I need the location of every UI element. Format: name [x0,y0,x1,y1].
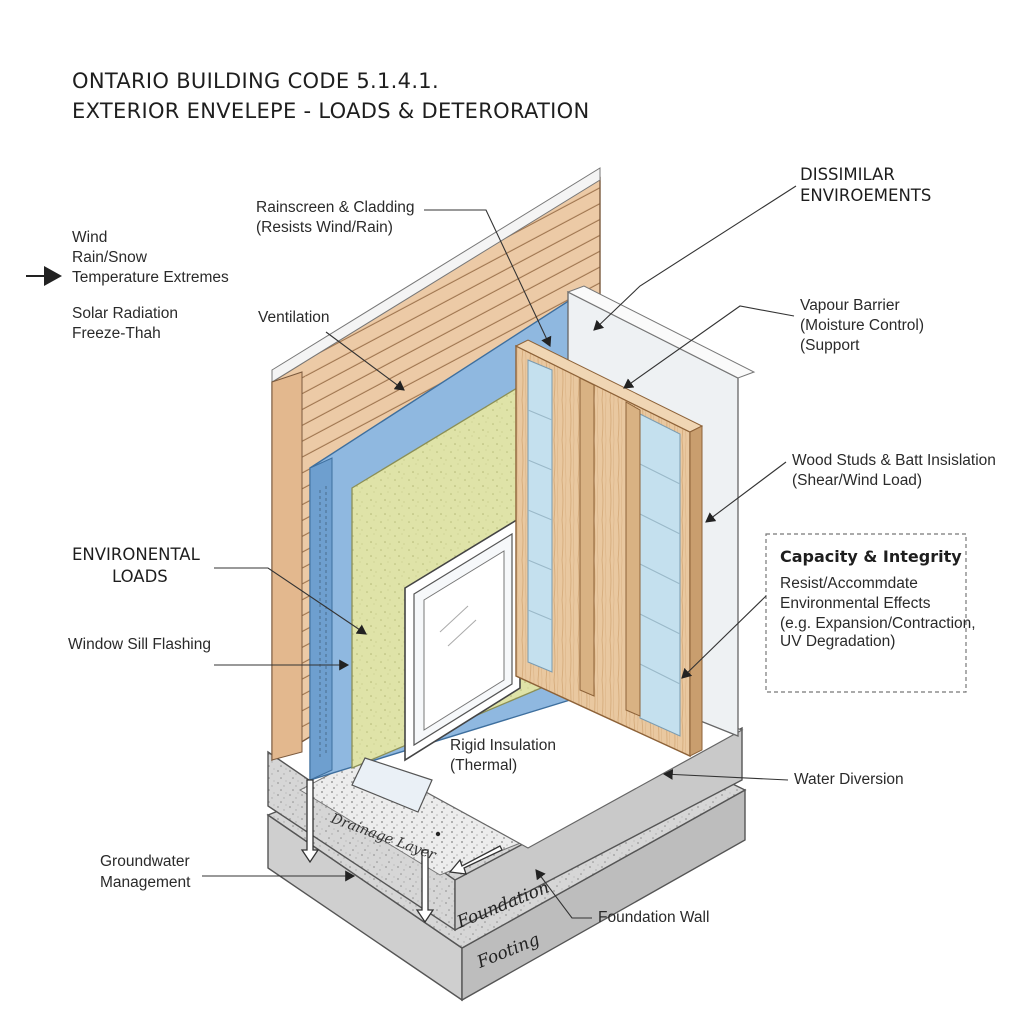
label-window-sill: Window Sill Flashing [68,636,211,653]
label-rigid-line-2: (Thermal) [450,757,517,774]
capacity-box [765,533,967,693]
window-sill-flashing [351,757,433,813]
label-studs-line-2: (Shear/Wind Load) [792,472,922,489]
window [351,516,521,813]
label-studs-line-1: Wood Studs & Batt Insislation [792,452,996,469]
label-rigid-line-1: Rigid Insulation [450,737,556,754]
load-wind: Wind [72,229,107,246]
drainage-arrows [300,779,503,924]
capacity-line-3: (e.g. Expansion/Contraction, [780,615,976,632]
capacity-line-4: UV Degradation) [780,633,895,650]
label-rainscreen-line-1: Rainscreen & Cladding [256,199,415,216]
label-vapour-line-2: (Moisture Control) [800,317,924,334]
label-vapour-line-1: Vapour Barrier [800,297,900,314]
load-rain-snow: Rain/Snow [72,249,148,266]
capacity-line-2: Environmental Effects [780,595,931,612]
label-ventilation: Ventilation [258,309,330,326]
load-solar: Solar Radiation [72,305,178,322]
label-groundwater-line-2: Management [100,874,191,891]
capacity-heading: Capacity & Integrity [780,547,962,566]
label-vapour-line-3: (Support [800,337,860,354]
label-foundation-wall: Foundation Wall [598,909,709,926]
label-env-loads-line-1: ENVIRONENTAL [72,545,201,564]
load-temperature: Temperature Extremes [72,269,229,286]
label-water-diversion: Water Diversion [794,771,904,788]
load-freeze: Freeze-Thah [72,325,161,342]
title-line-2: EXTERIOR ENVELEPE - LOADS & DETERORATION [72,99,590,123]
label-dissimilar-line-2: ENVIROEMENTS [800,186,931,205]
label-dissimilar-line-1: DISSIMILAR [800,165,895,184]
label-groundwater-line-1: Groundwater [100,853,190,870]
label-env-loads-line-2: LOADS [112,567,168,586]
title-line-1: ONTARIO BUILDING CODE 5.1.4.1. [72,69,439,93]
capacity-line-1: Resist/Accommdate [780,575,918,592]
stud-frame [514,339,704,758]
label-rainscreen-line-2: (Resists Wind/Rain) [256,219,393,236]
